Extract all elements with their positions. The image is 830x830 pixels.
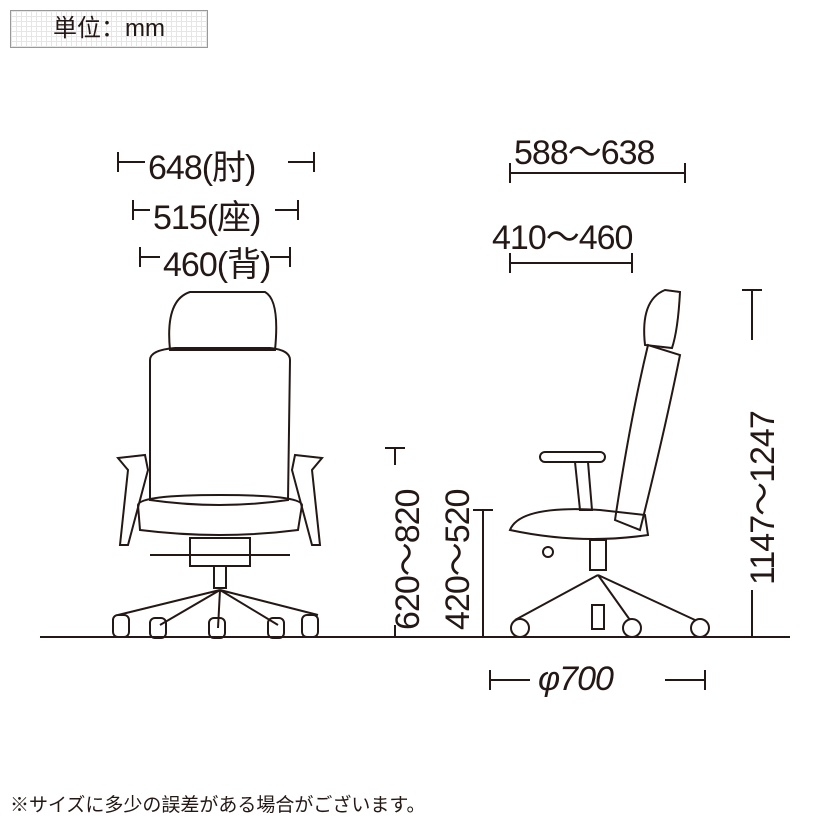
side-dimension-lines xyxy=(385,163,762,690)
back-width-label: 460(背) xyxy=(163,246,271,284)
armrest-width-label: 648(肘) xyxy=(148,149,256,187)
armrest-height-label: 620〜820 xyxy=(389,489,427,630)
front-chair xyxy=(112,291,324,639)
side-chair xyxy=(508,288,710,638)
base-diameter-label: φ700 xyxy=(538,660,614,698)
unit-label: 単位：mm xyxy=(10,10,208,48)
front-dimension-lines xyxy=(117,152,315,267)
total-height-label: 1147〜1247 xyxy=(744,411,782,585)
seat-width-label: 515(座) xyxy=(153,199,261,237)
seat-depth-label: 410〜460 xyxy=(492,219,633,257)
seat-height-label: 420〜520 xyxy=(439,489,477,630)
overall-depth-label: 588〜638 xyxy=(514,134,655,172)
footnote: ※サイズに多少の誤差がある場合がございます。 xyxy=(10,795,426,816)
